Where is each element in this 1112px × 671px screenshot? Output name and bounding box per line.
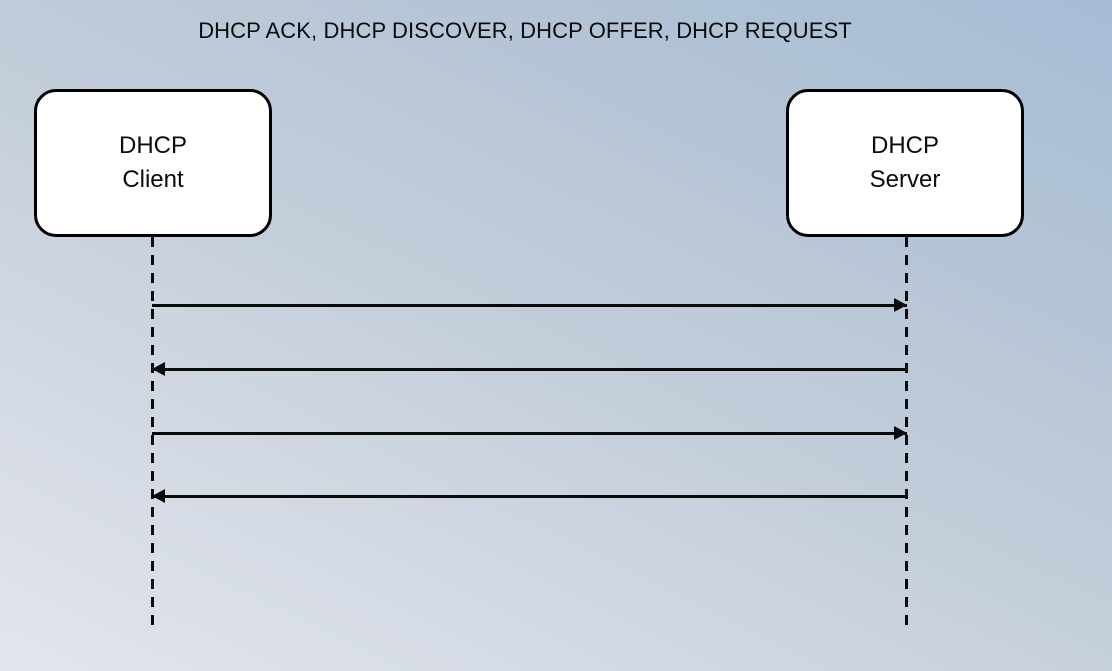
message-line-3 [152,432,907,435]
arrowhead-left-icon-4 [152,489,165,503]
participant-server-line1: DHCP [870,132,939,159]
message-line-4 [152,495,907,498]
message-arrow-3[interactable] [152,426,907,440]
participant-client-line1: DHCP [118,132,187,159]
message-arrow-2[interactable] [152,362,907,376]
participant-server-line2: Server [869,166,941,193]
message-line-1 [152,304,907,307]
diagram-title: DHCP ACK, DHCP DISCOVER, DHCP OFFER, DHC… [198,18,852,43]
participant-box-server[interactable]: DHCP Server [786,89,1024,237]
message-arrow-4[interactable] [152,489,907,503]
participant-box-client[interactable]: DHCP Client [34,89,272,237]
message-arrow-1[interactable] [152,298,907,312]
arrowhead-right-icon-3 [894,426,907,440]
arrowhead-right-icon-1 [894,298,907,312]
participant-client-line2: Client [122,166,184,193]
arrowhead-left-icon-2 [152,362,165,376]
message-line-2 [152,368,907,371]
